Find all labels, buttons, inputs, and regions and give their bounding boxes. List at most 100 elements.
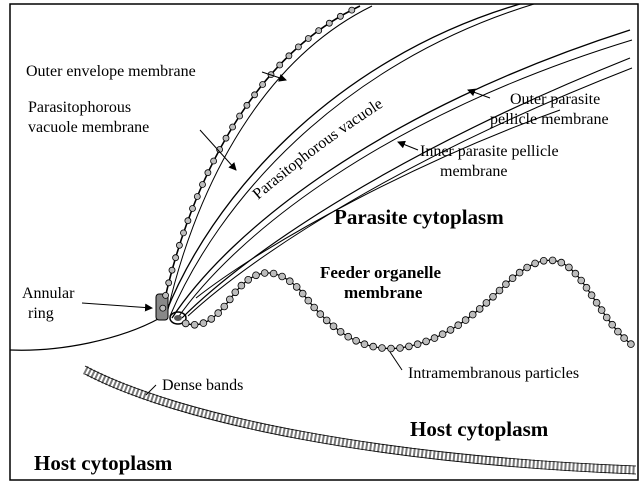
membrane-particle [286,53,292,59]
membrane-particle [483,300,490,307]
membrane-particle [349,7,355,13]
membrane-particle [572,270,579,277]
membrane-particle [160,305,166,311]
membrane-particle [337,13,343,19]
membrane-particle [566,264,573,271]
label-pv-membrane-line1: Parasitophorous [28,99,131,116]
membrane-particle [524,264,531,271]
membrane-particle [379,345,386,352]
label-host-cytoplasm-left: Host cytoplasm [34,451,173,475]
membrane-particle [190,206,196,212]
membrane-particle [215,310,222,317]
membrane-particle [305,297,312,304]
membrane-particle [540,257,547,264]
label-feeder-line2: membrane [344,283,423,302]
membrane-particle [516,269,523,276]
membrane-particle [238,282,245,289]
membrane-particle [388,345,395,352]
membrane-particle [279,273,286,280]
membrane-particle [503,281,510,288]
membrane-particle [305,36,311,42]
label-intramembranous: Intramembranous particles [408,365,579,382]
label-pv-membrane-line2: vacuole membrane [28,119,149,136]
membrane-particle [330,323,337,330]
membrane-particle [326,20,332,26]
membrane-particle [593,299,600,306]
membrane-particle [252,92,258,98]
membrane-particle [286,278,293,285]
membrane-particle [295,44,301,50]
membrane-particle [270,270,277,277]
host-membrane-left [10,318,160,350]
pv-membrane-arrow [200,130,236,170]
membrane-particle [169,267,175,273]
label-outer-envelope: Outer envelope membrane [26,63,196,80]
membrane-particle [337,328,344,335]
membrane-particle [223,135,229,141]
membrane-particle [509,275,516,282]
membrane-particle [323,317,330,324]
membrane-particle [615,328,622,335]
intramembranous-leader [390,352,402,370]
label-parasite-cytoplasm: Parasite cytoplasm [334,205,504,229]
membrane-particle [316,28,322,34]
membrane-particle [588,292,595,299]
membrane-particle [462,317,469,324]
membrane-particle [253,272,260,279]
membrane-particle [260,82,266,88]
membrane-particle [293,284,300,291]
label-outer-pellicle-line2: pellicle membrane [490,111,609,128]
membrane-particle [583,284,590,291]
membrane-particle [431,335,438,342]
label-host-cytoplasm-right: Host cytoplasm [410,417,549,441]
membrane-particle [469,311,476,318]
membrane-particle [549,257,556,264]
label-outer-pellicle-line1: Outer parasite [510,91,600,108]
membrane-particle [603,314,610,321]
membrane-particle [277,62,283,68]
membrane-particle [173,255,179,261]
membrane-particle [163,292,169,298]
membrane-particle [181,230,187,236]
inner-pellicle-arrow [398,142,418,150]
membrane-particle [397,345,404,352]
membrane-particle [244,102,250,108]
membrane-particle [230,124,236,130]
label-annular-line1: Annular [22,285,75,302]
membrane-particle [221,303,228,310]
membrane-particle [476,306,483,313]
membrane-particle [208,316,215,323]
membrane-particle [205,170,211,176]
membrane-particle [237,113,243,119]
membrane-particle [191,321,198,328]
membrane-particle [532,260,539,267]
membrane-particle [406,343,413,350]
membrane-particle [621,335,628,342]
membrane-particle [414,341,421,348]
membrane-particle [232,289,239,296]
label-feeder-line1: Feeder organelle [320,263,441,282]
membrane-particle [261,270,268,277]
membrane-particle [345,333,352,340]
membrane-particle [558,259,565,266]
membrane-particle [185,218,191,224]
label-inner-pellicle-line2: membrane [440,163,508,180]
membrane-particle [200,182,206,188]
membrane-particle [182,320,189,327]
membrane-particle [628,341,635,348]
membrane-particle [176,242,182,248]
membrane-particle [609,321,616,328]
membrane-particle [490,293,497,300]
membrane-particle [311,304,318,311]
membrane-particle [455,322,462,329]
membrane-particle [245,276,252,283]
membrane-particle [194,194,200,200]
membrane-particle [166,280,172,286]
membrane-particle [299,290,306,297]
membrane-particle [370,343,377,350]
annular-ring-arrow [82,303,152,308]
membrane-particle [447,327,454,334]
membrane-particle [211,158,217,164]
